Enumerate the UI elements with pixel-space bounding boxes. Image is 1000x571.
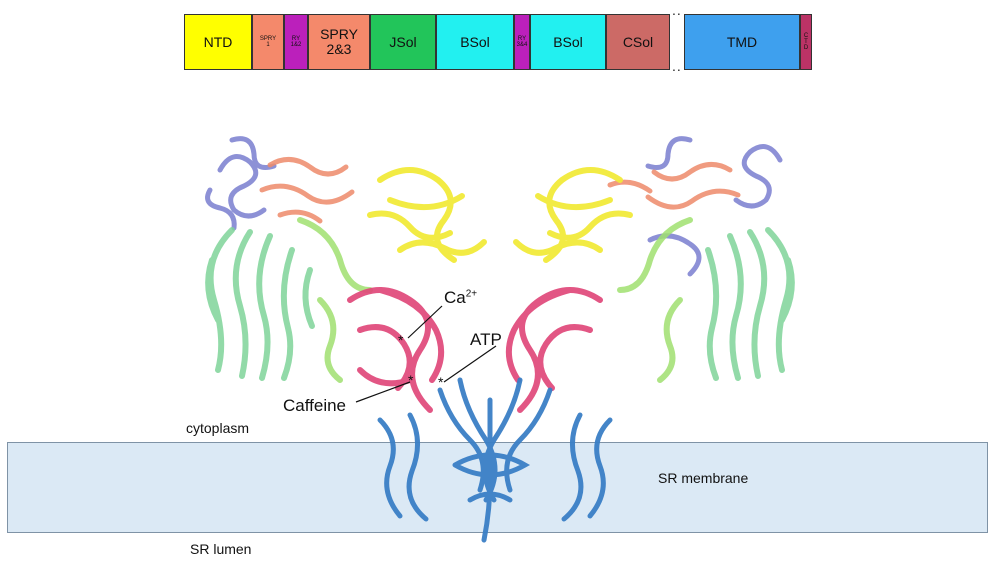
gap-marker-top: ..: [672, 2, 682, 18]
right-jsol: [617, 217, 693, 383]
right-central-domain: [505, 287, 603, 413]
domain-organization-bar: NTD SPRY 1 RY 1&2 SPRY 2&3 JSol BSol RY …: [0, 0, 1000, 80]
calcium-label: Ca: [444, 288, 466, 307]
sr-lumen-label: SR lumen: [190, 541, 252, 557]
domain-spry23: SPRY 2&3: [308, 14, 370, 70]
right-ntd: [513, 167, 633, 263]
right-spry-domain: [607, 162, 741, 210]
domain-ry34: RY 3&4: [514, 14, 530, 70]
left-solenoid: [205, 227, 315, 381]
binding-site-marker: *: [408, 372, 414, 388]
transmembrane-domain: [377, 377, 613, 543]
domain-ctd: C T D: [800, 14, 812, 70]
callout-leaders: [355, 305, 497, 403]
right-solenoid: [705, 227, 795, 381]
domain-tmd: TMD: [684, 14, 800, 70]
sr-membrane-label: SR membrane: [658, 470, 749, 486]
left-spry-domain: [259, 157, 355, 224]
binding-site-marker: *: [438, 374, 444, 390]
binding-site-marker: *: [398, 332, 404, 348]
gap-marker-bottom: ..: [672, 58, 682, 74]
calcium-superscript: 2+: [465, 288, 478, 300]
domain-bsol-1: BSol: [436, 14, 514, 70]
domain-ry12: RY 1&2: [284, 14, 308, 70]
left-ntd: [367, 167, 487, 263]
left-peripheral-domain: [205, 136, 277, 231]
domain-spry1: SPRY 1: [252, 14, 284, 70]
caffeine-callout: Caffeine: [283, 396, 347, 415]
cytoplasm-label: cytoplasm: [186, 420, 250, 436]
calcium-callout: Ca2+: [444, 288, 477, 308]
left-central-domain: [347, 287, 445, 413]
domain-bsol-2: BSol: [530, 14, 606, 70]
domain-csol: CSol: [606, 14, 670, 70]
domain-jsol: JSol: [370, 14, 436, 70]
left-jsol: [297, 217, 373, 383]
domain-ntd: NTD: [184, 14, 252, 70]
ryr1-structure-illustration: [205, 136, 795, 543]
atp-callout: ATP: [470, 330, 502, 349]
